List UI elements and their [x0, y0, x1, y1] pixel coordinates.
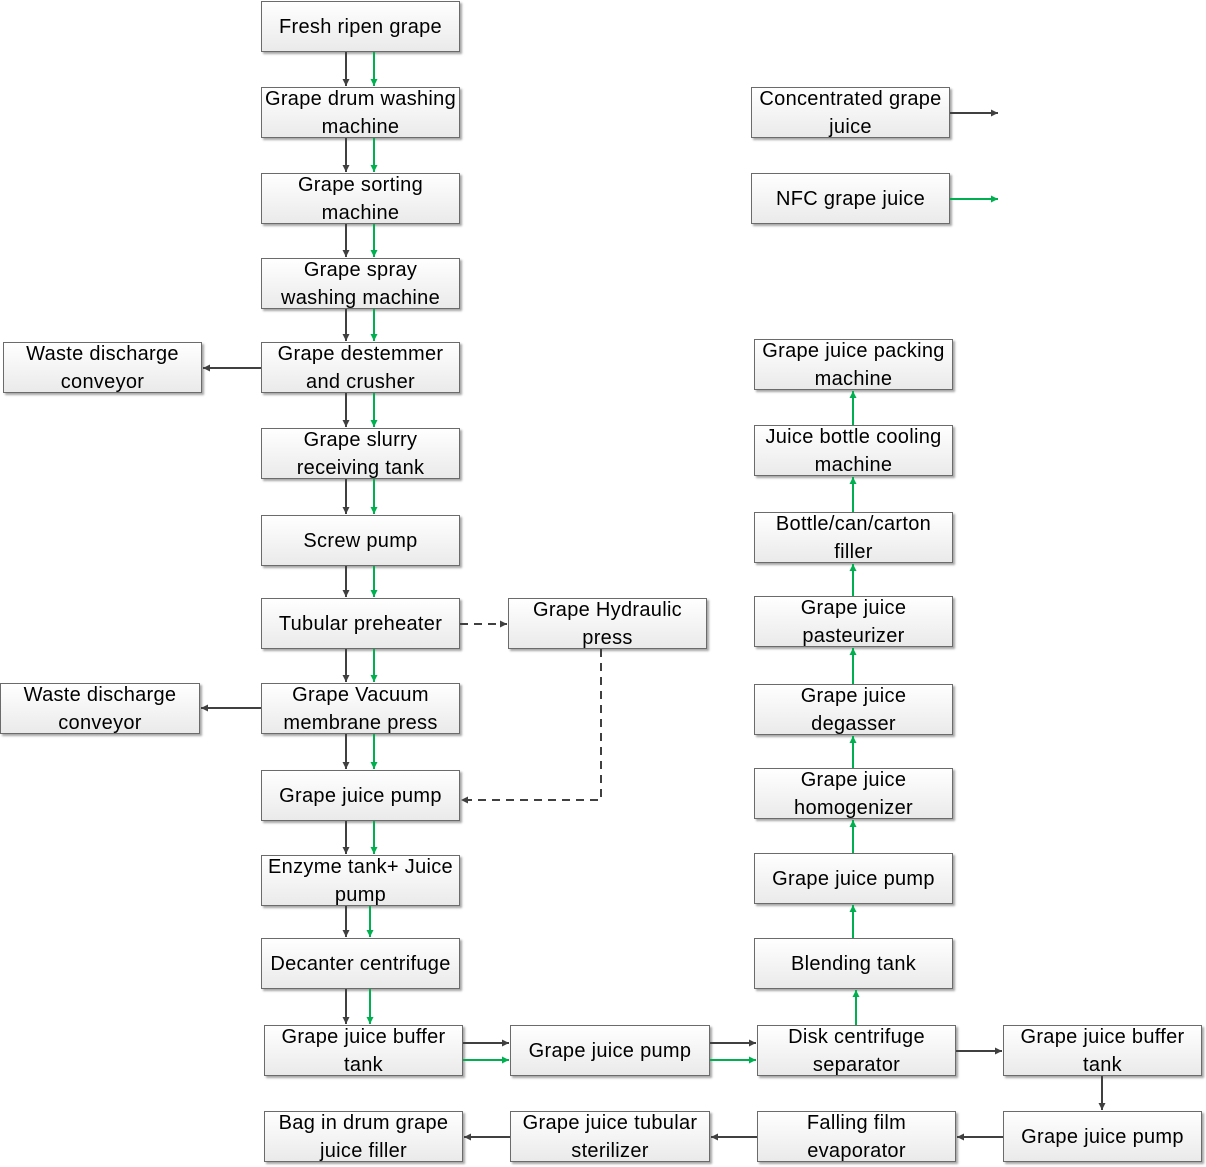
node-tubular-preheater: Tubular preheater	[261, 598, 460, 649]
node-juice-pump-2: Grape juice pump	[510, 1025, 710, 1076]
node-hydraulic-press: Grape Hydraulic press	[508, 598, 707, 649]
node-juice-pump-3: Grape juice pump	[1003, 1111, 1202, 1162]
node-pasteurizer: Grape juice pasteurizer	[754, 596, 953, 647]
node-bag-drum-filler: Bag in drum grape juice filler	[264, 1111, 463, 1162]
legend-nfc-juice: NFC grape juice	[751, 173, 950, 224]
node-falling-film-evaporator: Falling film evaporator	[757, 1111, 956, 1162]
node-slurry-receiving-tank: Grape slurry receiving tank	[261, 428, 460, 479]
node-screw-pump: Screw pump	[261, 515, 460, 566]
arrow-dash2	[461, 649, 602, 804]
node-drum-washing-machine: Grape drum washing machine	[261, 87, 460, 138]
node-destemmer-crusher: Grape destemmer and crusher	[261, 342, 460, 393]
legend-concentrated-juice: Concentrated grape juice	[751, 87, 950, 138]
node-buffer-tank-1: Grape juice buffer tank	[264, 1025, 463, 1076]
node-degasser: Grape juice degasser	[754, 684, 953, 735]
node-packing-machine: Grape juice packing machine	[754, 339, 953, 390]
node-decanter-centrifuge: Decanter centrifuge	[261, 938, 460, 989]
node-buffer-tank-2: Grape juice buffer tank	[1003, 1025, 1202, 1076]
node-spray-washing-machine: Grape spray washing machine	[261, 258, 460, 309]
node-blending-tank: Blending tank	[754, 938, 953, 989]
node-vacuum-membrane-press: Grape Vacuum membrane press	[261, 683, 460, 734]
node-tubular-sterilizer: Grape juice tubular sterilizer	[510, 1111, 710, 1162]
node-bottle-cooling-machine: Juice bottle cooling machine	[754, 425, 953, 476]
node-homogenizer: Grape juice homogenizer	[754, 768, 953, 819]
node-waste-conveyor-2: Waste discharge conveyor	[0, 683, 200, 734]
node-bottle-can-carton-filler: Bottle/can/carton filler	[754, 512, 953, 563]
node-disk-centrifuge: Disk centrifuge separator	[757, 1025, 956, 1076]
node-sorting-machine: Grape sorting machine	[261, 173, 460, 224]
node-juice-pump-1: Grape juice pump	[261, 770, 460, 821]
node-waste-conveyor-1: Waste discharge conveyor	[3, 342, 202, 393]
node-enzyme-tank: Enzyme tank+ Juice pump	[261, 855, 460, 906]
node-fresh-ripen-grape: Fresh ripen grape	[261, 1, 460, 52]
node-juice-pump-4: Grape juice pump	[754, 853, 953, 904]
